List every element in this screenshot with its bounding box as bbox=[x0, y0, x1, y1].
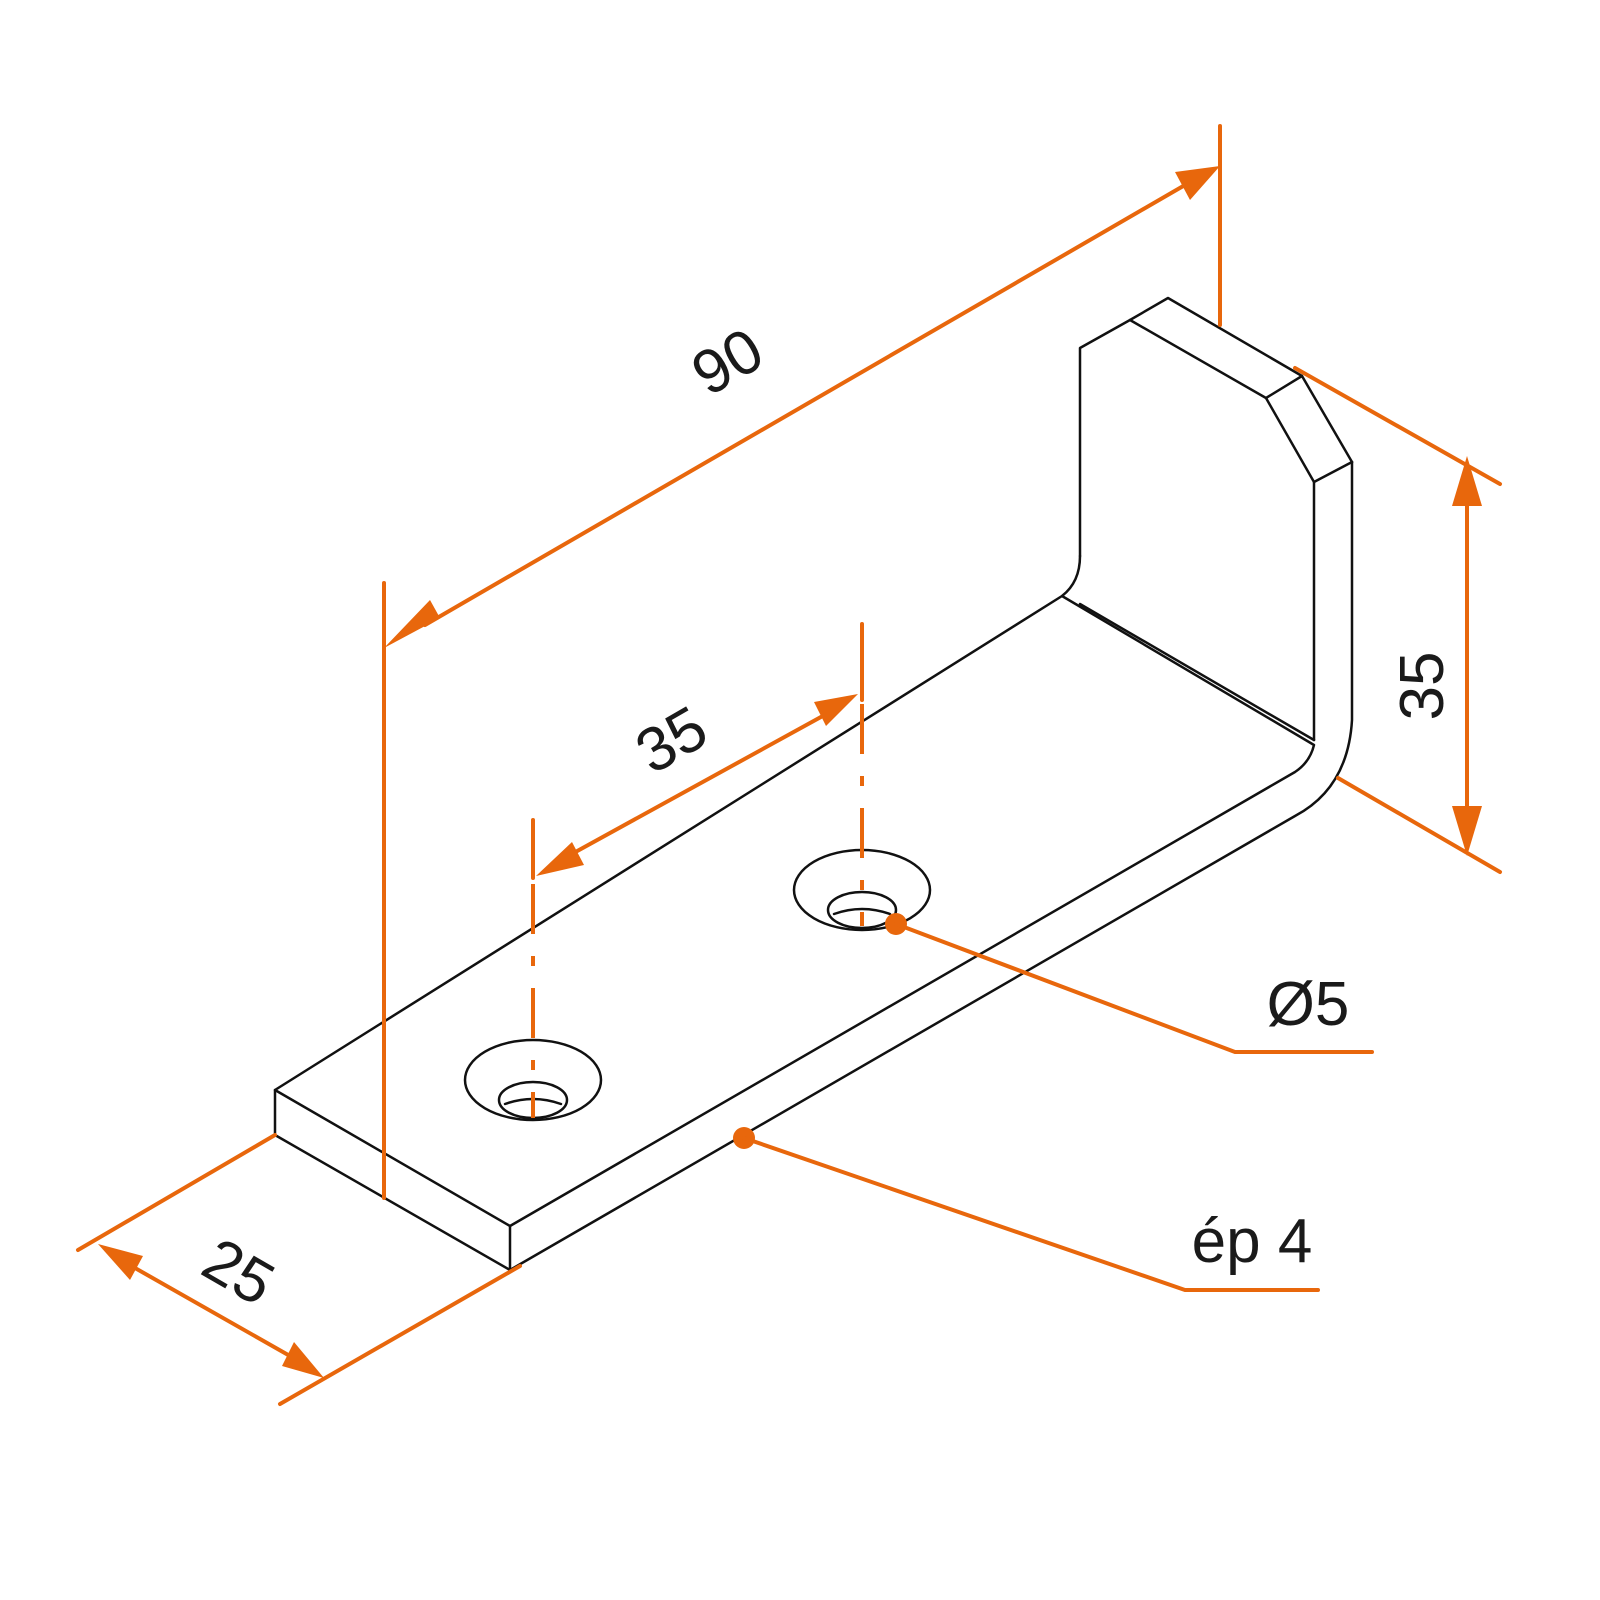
flange-face bbox=[1078, 296, 1354, 558]
arrow-90-left bbox=[384, 600, 440, 648]
plate-end-face bbox=[273, 1088, 512, 1272]
flange-top-edge bbox=[1264, 374, 1304, 400]
arrow-25-left bbox=[98, 1244, 143, 1280]
arrow-35-top bbox=[1452, 456, 1482, 506]
flange-chamfer bbox=[1128, 318, 1316, 742]
dimension-25: 25 bbox=[76, 1133, 522, 1406]
angle-bracket-part bbox=[273, 296, 1354, 1272]
plate-side-face bbox=[508, 460, 1354, 1272]
arrow-35-bottom bbox=[1452, 806, 1482, 856]
dimension-35-spacing: 35 bbox=[531, 622, 864, 1118]
dim-35-spacing-label: 35 bbox=[625, 693, 719, 787]
dimension-90: 90 bbox=[382, 124, 1222, 1200]
callout-hole-diameter: Ø5 bbox=[885, 913, 1374, 1054]
bend-edge bbox=[1078, 602, 1316, 742]
callout-thickness-label: ép 4 bbox=[1192, 1207, 1313, 1276]
callout-thickness: ép 4 bbox=[733, 1127, 1320, 1292]
plate-top-face bbox=[273, 594, 1316, 1228]
arrow-35-left bbox=[536, 842, 584, 876]
inner-bend bbox=[1060, 554, 1082, 598]
callout-hole-diameter-label: Ø5 bbox=[1267, 970, 1350, 1039]
arrow-90-right bbox=[1175, 166, 1220, 200]
dimension-lines: 90 35 35 25 bbox=[76, 124, 1502, 1406]
dim-90-label: 90 bbox=[681, 315, 775, 409]
flange-chamfer-edge bbox=[1312, 460, 1354, 484]
dimension-35-height: 35 bbox=[1293, 366, 1502, 874]
arrow-35-right bbox=[814, 694, 858, 726]
dim-35-height-label: 35 bbox=[1388, 652, 1457, 721]
arrow-25-right bbox=[282, 1342, 324, 1378]
dim-25-label: 25 bbox=[191, 1225, 285, 1319]
